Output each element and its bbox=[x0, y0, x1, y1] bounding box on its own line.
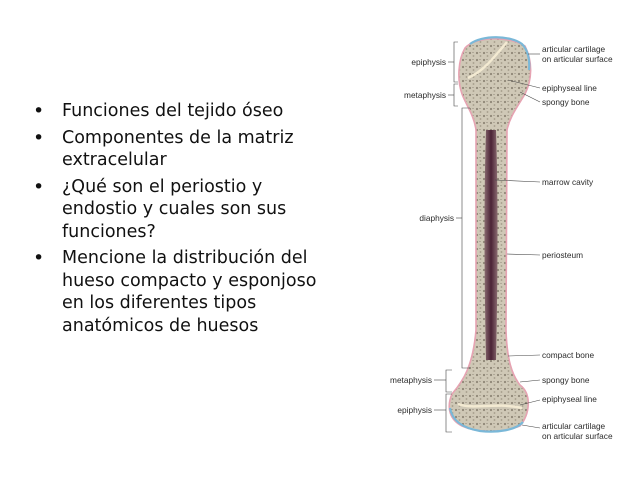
label-epiphyseal-line-bottom: epiphyseal line bbox=[542, 394, 597, 404]
label-spongy-bone-top: spongy bone bbox=[542, 97, 590, 107]
label-articular-cartilage-top: articular cartilage bbox=[542, 44, 606, 54]
epiphyseal-line-bottom bbox=[457, 402, 523, 410]
label-compact-bone: compact bone bbox=[542, 350, 595, 360]
marrow-cavity bbox=[484, 130, 498, 360]
label-articular-surface-top: on articular surface bbox=[542, 54, 613, 64]
label-periosteum: periosteum bbox=[542, 250, 583, 260]
label-epiphyseal-line-top: epiphyseal line bbox=[542, 83, 597, 93]
articular-cartilage-top bbox=[469, 36, 531, 71]
bullet-item: ¿Qué son el periostio y endostio y cuale… bbox=[30, 176, 330, 244]
bullet-item: Mencione la distribución del hueso compa… bbox=[30, 247, 330, 337]
label-marrow-cavity: marrow cavity bbox=[542, 177, 594, 187]
bullet-list: Funciones del tejido óseo Componentes de… bbox=[30, 100, 330, 341]
label-articular-cartilage-bottom: articular cartilage bbox=[542, 421, 606, 431]
label-diaphysis: diaphysis bbox=[419, 213, 454, 223]
label-epiphysis-bottom: epiphysis bbox=[397, 405, 432, 415]
articular-cartilage-bottom bbox=[448, 407, 524, 433]
long-bone-diagram: epiphysis metaphysis diaphysis metaphysi… bbox=[390, 36, 613, 441]
label-epiphysis-top: epiphysis bbox=[411, 57, 446, 67]
label-metaphysis-bottom: metaphysis bbox=[390, 375, 432, 385]
label-spongy-bone-bottom: spongy bone bbox=[542, 375, 590, 385]
bullet-item: Componentes de la matriz extracelular bbox=[30, 127, 330, 172]
epiphyseal-line-top bbox=[467, 41, 508, 80]
bullet-item: Funciones del tejido óseo bbox=[30, 100, 330, 123]
label-articular-surface-bottom: on articular surface bbox=[542, 431, 613, 441]
label-metaphysis-top: metaphysis bbox=[404, 90, 446, 100]
